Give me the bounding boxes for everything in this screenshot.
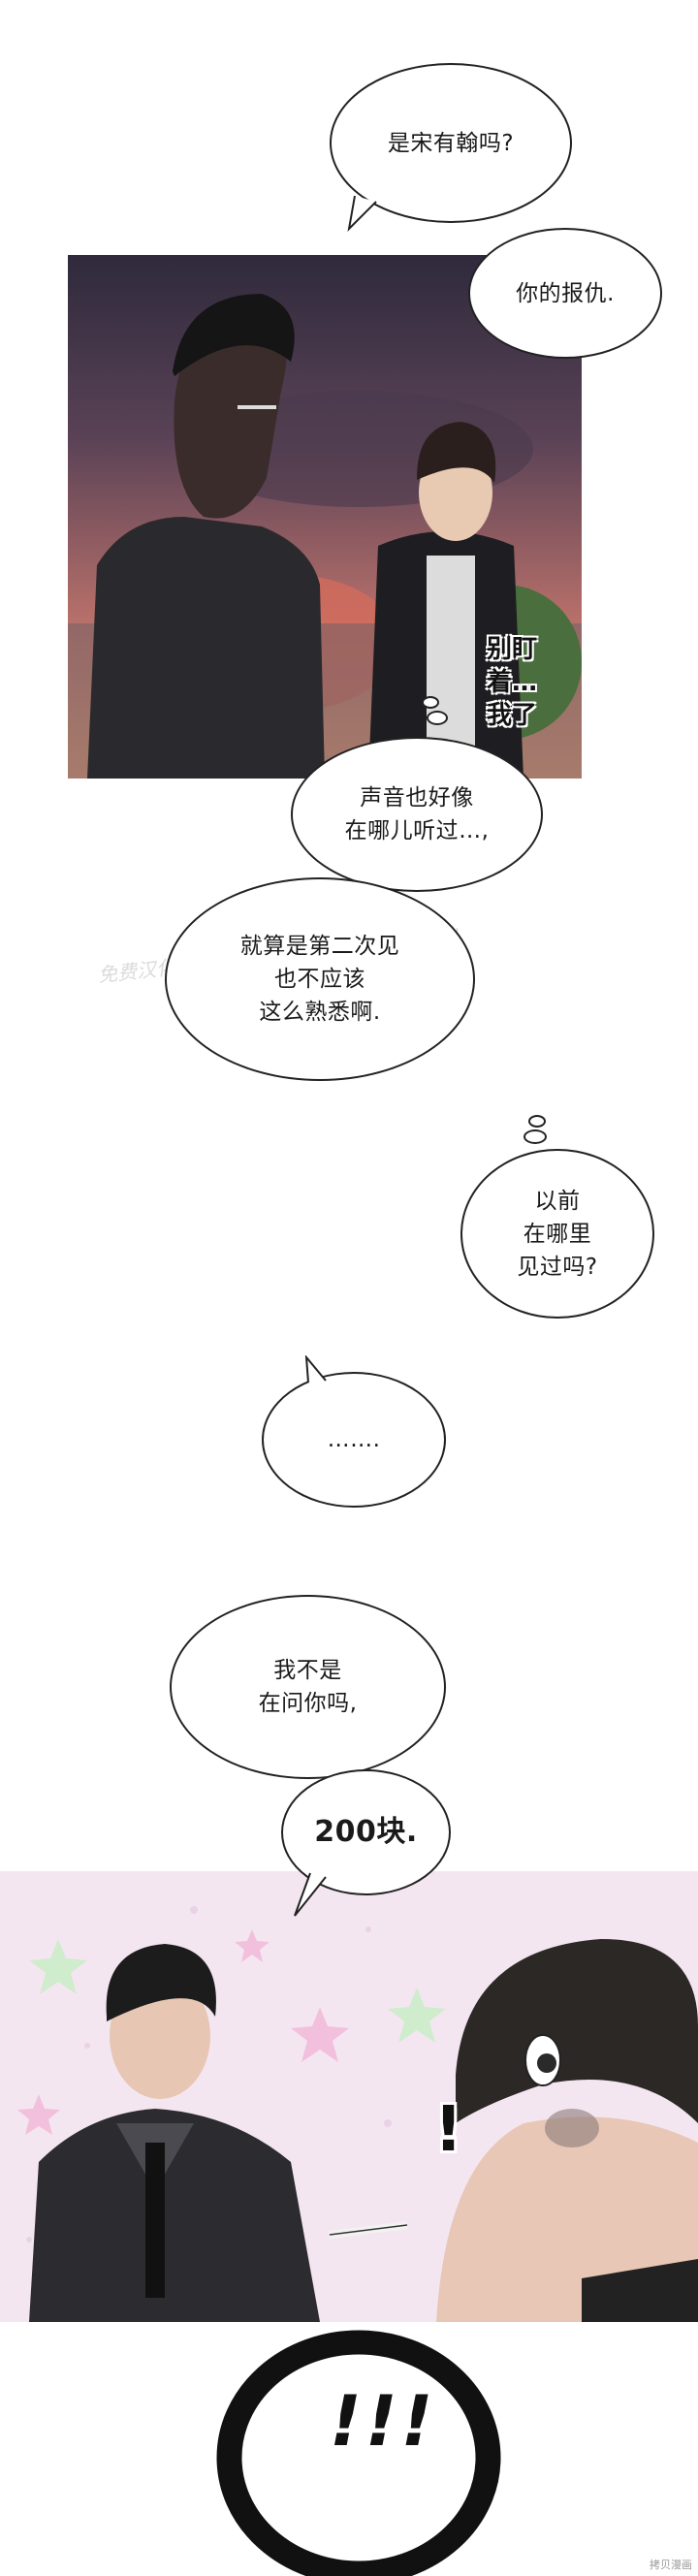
- bubble-text-4: 就算是第二次见 也不应该 这么熟悉啊.: [239, 934, 400, 1025]
- pink-star-scene-art: [0, 1871, 698, 2322]
- thought-dot: [427, 711, 448, 725]
- bubble-tail-1: [347, 195, 377, 232]
- thought-dot: [524, 1129, 547, 1144]
- panel-night-scene: 别盯着… 我了: [68, 255, 582, 779]
- bubble-text-5: 以前 在哪里 见过吗?: [517, 1188, 598, 1280]
- bubble-text-3: 声音也好像 在哪儿听过…,: [344, 785, 490, 843]
- bubble-text-1: 是宋有翰吗?: [387, 130, 515, 156]
- speech-bubble-7: 我不是 在问你吗,: [170, 1595, 446, 1779]
- bubble-tail-8: [294, 1872, 327, 1917]
- night-scene-art: [68, 255, 582, 779]
- speech-bubble-2: 你的报仇.: [468, 228, 662, 359]
- bubble-text-2: 你的报仇.: [516, 280, 615, 306]
- bubble-text-7: 我不是 在问你吗,: [258, 1658, 358, 1716]
- speech-bubble-5: 以前 在哪里 见过吗?: [460, 1149, 654, 1319]
- credit-text: 拷贝漫画: [650, 2559, 692, 2571]
- speech-bubble-4: 就算是第二次见 也不应该 这么熟悉啊.: [165, 877, 475, 1081]
- panel-pink-stars: !: [0, 1871, 698, 2322]
- sfx-exclamation-small: !: [434, 2094, 463, 2166]
- speech-bubble-3: 声音也好像 在哪儿听过…,: [291, 737, 543, 892]
- speech-bubble-1: 是宋有翰吗?: [330, 63, 572, 223]
- bubble-text-6: …….: [327, 1427, 381, 1452]
- speech-bubble-6: …….: [262, 1372, 446, 1508]
- bubble-text-8: 200块.: [314, 1815, 418, 1849]
- sfx-exclamation-big: !!!: [330, 2380, 437, 2462]
- thought-dot: [528, 1115, 546, 1128]
- thought-dot: [422, 696, 439, 709]
- shout-bubble-art: [216, 2330, 501, 2576]
- bubble-tail-6: [304, 1355, 327, 1383]
- sfx-stare: 别盯着… 我了: [487, 635, 538, 730]
